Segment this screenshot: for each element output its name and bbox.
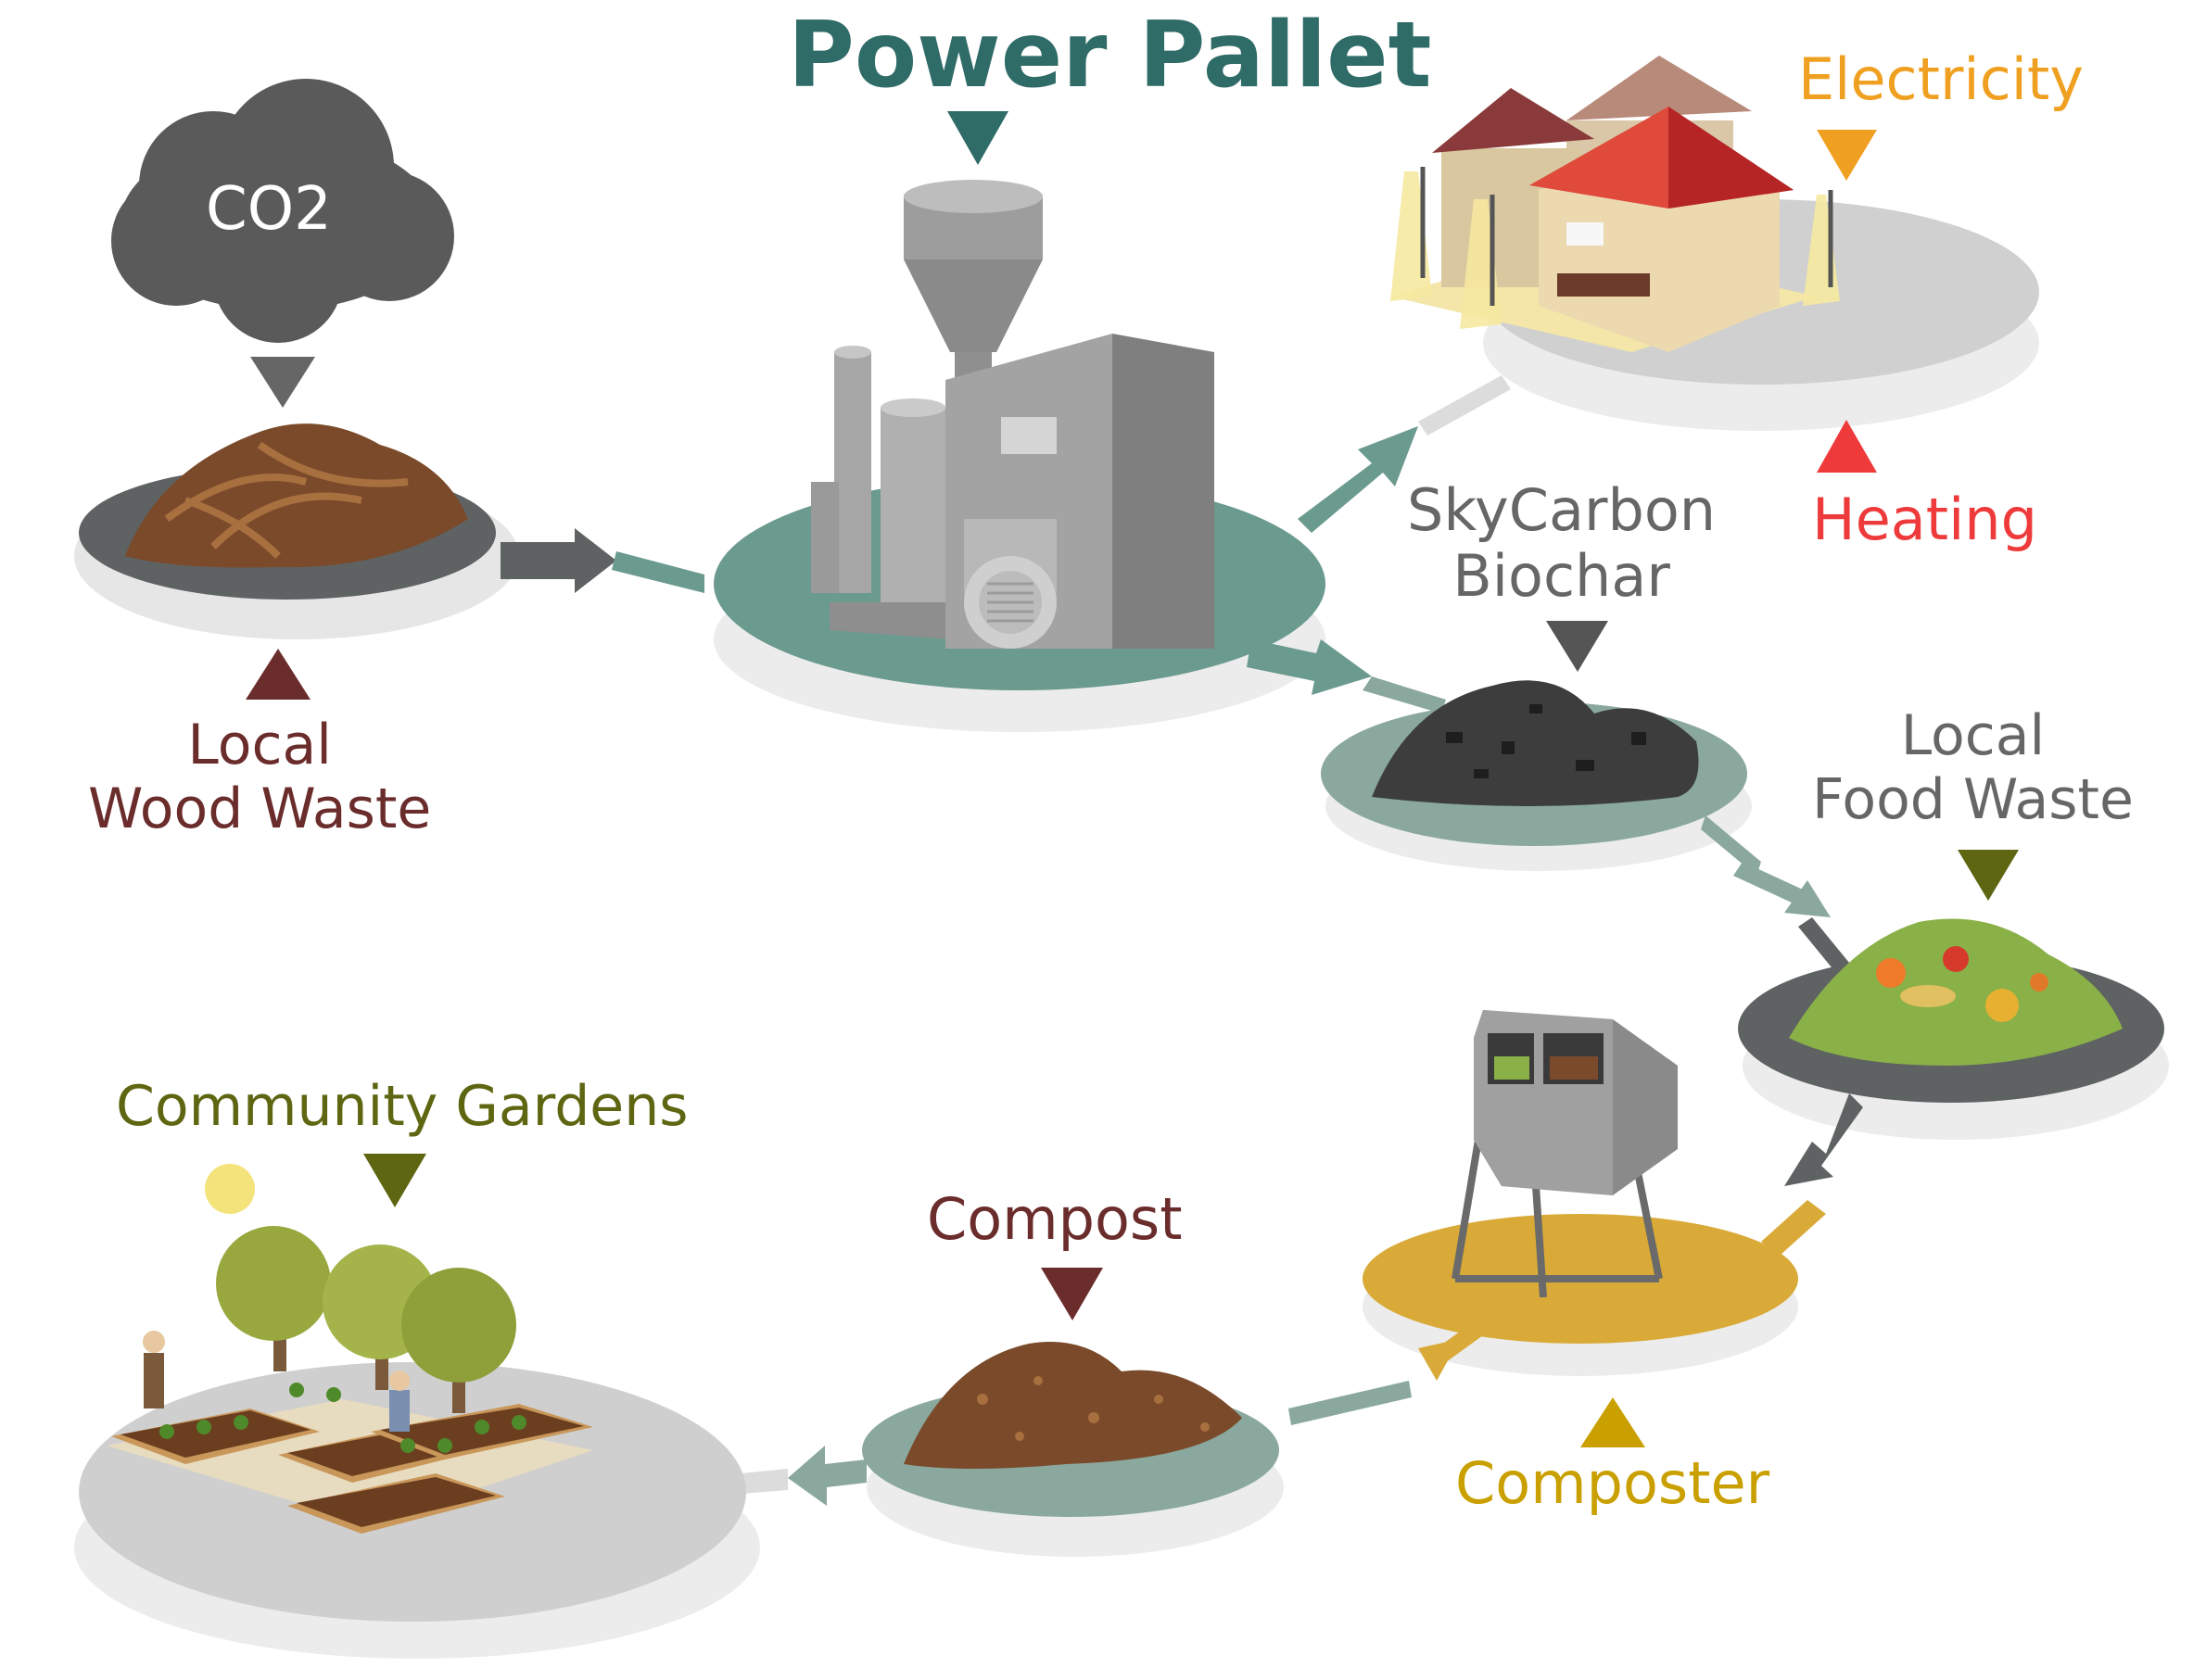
biochar-label: SkyCarbon Biochar [1407, 477, 1716, 610]
compost-label: Compost [927, 1185, 1183, 1253]
wood-up-arrow-icon [246, 649, 311, 700]
biochar-plate [1321, 680, 1752, 871]
moon-icon [1563, 20, 1608, 72]
electricity-label: Electricity [1798, 45, 2084, 113]
page-title: Power Pallet [788, 3, 1432, 108]
biochar-label-line2: Biochar [1452, 542, 1670, 611]
food-waste-plate [1738, 918, 2169, 1140]
composter-label: Composter [1455, 1449, 1770, 1517]
composter-arrow-icon [1580, 1397, 1645, 1447]
compost-to-gardens-arrow [742, 1446, 867, 1506]
food-to-composter-arrow [1784, 1093, 1863, 1186]
co2-cloud [111, 79, 454, 343]
composter-to-compost-arrow [1288, 1288, 1529, 1425]
heating-label: Heating [1812, 486, 2037, 553]
co2-label: CO2 [206, 175, 332, 244]
co2-arrow-icon [250, 357, 315, 408]
food-waste-label: Local Food Waste [1812, 704, 2134, 832]
power-pallet-arrow-icon [947, 111, 1008, 165]
community-gardens-label: Community Gardens [116, 1074, 689, 1139]
pallet-to-house-arrow [1298, 375, 1511, 533]
food-waste-label-line1: Local [1900, 703, 2046, 768]
wood-to-pallet-arrow [501, 528, 704, 593]
svg-text:+: + [1754, 837, 1777, 869]
biochar-to-food-arrow: + [1701, 815, 1854, 978]
wood-waste-label-line1: Local [187, 713, 332, 777]
sun-icon [205, 1164, 255, 1214]
gardens-arrow-icon [363, 1154, 426, 1207]
food-arrow-icon [1958, 850, 2019, 901]
wood-waste-label: Local Wood Waste [88, 714, 431, 841]
food-waste-label-line2: Food Waste [1812, 767, 2134, 832]
power-pallet-machine-icon [811, 180, 1214, 649]
compost-plate [862, 1342, 1284, 1557]
wood-waste-plate [74, 423, 519, 639]
compost-arrow-icon [1041, 1268, 1103, 1320]
house-plate [1390, 56, 2039, 431]
composter-plate [1363, 1010, 1826, 1376]
pallet-to-biochar-arrow [1247, 639, 1446, 714]
community-gardens-plate [74, 1226, 760, 1659]
heating-arrow-icon [1817, 420, 1877, 473]
electricity-arrow-icon [1817, 130, 1877, 181]
biochar-arrow-icon [1546, 621, 1608, 672]
wood-waste-label-line2: Wood Waste [88, 777, 432, 841]
biochar-label-line1: SkyCarbon [1407, 476, 1717, 544]
